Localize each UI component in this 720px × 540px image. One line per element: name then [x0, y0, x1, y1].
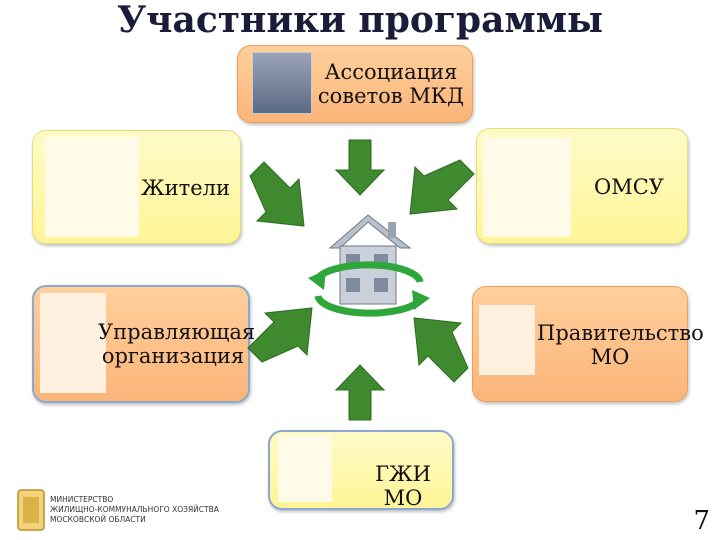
omsu-label: ОМСУ	[594, 175, 664, 199]
management-box: Управляющая организация	[32, 285, 256, 403]
association-box: Ассоциация советов МКД	[237, 45, 473, 123]
page-title: Участники программы	[116, 0, 604, 41]
ministry-logo-icon	[17, 489, 45, 531]
arrow-association	[334, 139, 386, 196]
omsu-box: ОМСУ	[476, 128, 688, 244]
association-label: Ассоциация советов МКД	[317, 60, 465, 108]
central-house-icon	[328, 214, 412, 305]
ministry-line-3: МОСКОВСКОЙ ОБЛАСТИ	[50, 515, 146, 524]
coat-of-arms-image	[479, 305, 535, 375]
cycle-arrows-icon	[314, 261, 424, 317]
management-label: Управляющая организация	[98, 320, 256, 368]
arrow-gzhi	[334, 364, 386, 421]
page-number: 7	[693, 506, 710, 536]
arrow-residents	[249, 161, 305, 227]
ministry-line-1: МИНИСТЕРСТВО	[50, 495, 114, 504]
residents-box: Жители	[32, 130, 241, 244]
arrow-management	[247, 307, 313, 363]
gzhi-label: ГЖИ МО	[375, 462, 431, 510]
region-map-image	[483, 137, 571, 237]
meeting-photo	[252, 52, 312, 114]
ministry-line-2: ЖИЛИЩНО-КОММУНАЛЬНОГО ХОЗЯЙСТВА	[50, 505, 219, 514]
government-box: Правительство МО	[472, 286, 704, 402]
cycle-arrow-head-right	[412, 290, 430, 310]
ministry-footer: МИНИСТЕРСТВО ЖИЛИЩНО-КОММУНАЛЬНОГО ХОЗЯЙ…	[50, 495, 219, 525]
government-label: Правительство МО	[537, 321, 704, 369]
gzhi-box: ГЖИ МО	[268, 430, 454, 510]
residents-label: Жители	[141, 176, 230, 200]
house-in-hand-photo	[40, 293, 106, 393]
arrow-omsu	[409, 159, 475, 215]
arrow-government	[413, 317, 469, 383]
cycle-arrow-head-left	[308, 270, 326, 290]
family-house-photo	[45, 137, 139, 237]
gzhi-emblem-image	[278, 436, 332, 502]
